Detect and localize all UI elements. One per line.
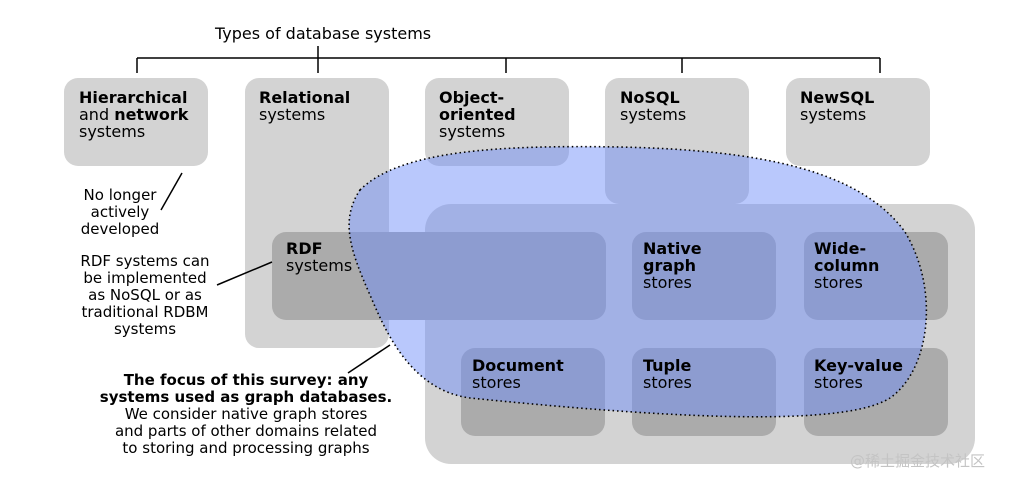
pointer-no-longer xyxy=(160,172,183,211)
label-relational: Relational systems xyxy=(259,88,351,124)
key-value-box xyxy=(804,348,948,436)
note-no-longer-developed: No longer actively developed xyxy=(80,186,160,238)
pointer-rdf xyxy=(216,261,273,286)
note-rdf-systems: RDF systems can be implemented as NoSQL … xyxy=(80,252,210,338)
tuple-box xyxy=(632,348,776,436)
diagram-title: Types of database systems xyxy=(215,24,432,43)
pointer-focus xyxy=(347,344,391,374)
wide-column-box xyxy=(804,232,948,320)
label-hierarchical: Hierarchical and network systems xyxy=(79,88,189,141)
category-box-hierarchical xyxy=(64,78,208,166)
label-object-oriented: Object- oriented systems xyxy=(439,88,516,141)
focus-region xyxy=(348,145,928,418)
note-focus-of-survey: The focus of this survey: any systems us… xyxy=(99,371,393,457)
label-nosql: NoSQL systems xyxy=(620,88,687,124)
watermark: @稀土掘金技术社区 xyxy=(850,452,986,470)
label-document: Document stores xyxy=(472,356,564,392)
document-box xyxy=(461,348,605,436)
category-box-object-oriented xyxy=(425,78,569,166)
label-wide-column: Wide- column stores xyxy=(814,239,880,292)
label-rdf: RDF systems xyxy=(286,239,353,275)
native-graph-box xyxy=(632,232,776,320)
label-key-value: Key-value stores xyxy=(814,356,903,392)
category-box-newsql xyxy=(786,78,930,166)
rdf-box xyxy=(272,232,606,320)
label-tuple: Tuple stores xyxy=(643,356,692,392)
label-native-graph: Native graph stores xyxy=(643,239,702,292)
label-newsql: NewSQL systems xyxy=(800,88,875,124)
category-box-nosql xyxy=(605,78,749,204)
